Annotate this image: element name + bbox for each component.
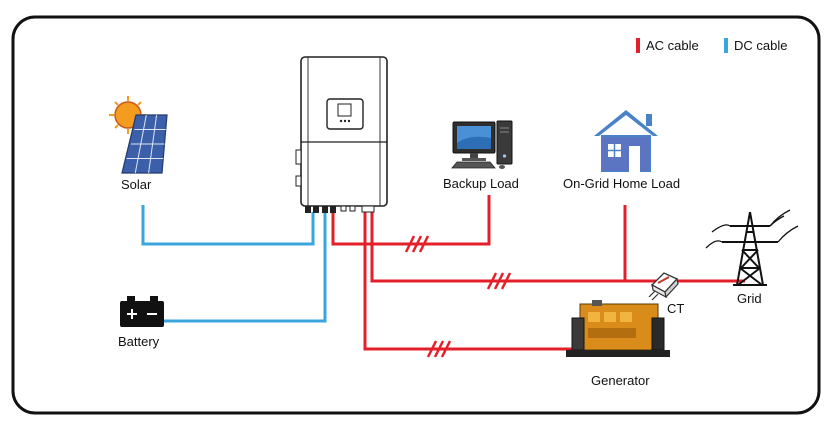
ac-cables bbox=[331, 195, 745, 351]
home-load-label: On-Grid Home Load bbox=[563, 176, 681, 191]
solar-panel-icon bbox=[109, 96, 168, 174]
generator-label: Generator bbox=[591, 373, 650, 388]
solar-label: Solar bbox=[121, 177, 152, 192]
diagram-frame bbox=[11, 15, 821, 415]
solar-dc-cable bbox=[141, 205, 315, 246]
ac-cable-legend-swatch bbox=[636, 38, 640, 53]
backup-load-label: Backup Load bbox=[443, 176, 519, 191]
battery-dc-cable bbox=[163, 212, 327, 323]
battery-icon bbox=[120, 296, 164, 327]
dc-cables bbox=[141, 205, 327, 323]
ct-label: CT bbox=[667, 301, 685, 316]
computer-icon bbox=[451, 120, 513, 169]
ct-clamp-icon bbox=[648, 272, 679, 301]
battery-label: Battery bbox=[118, 334, 160, 349]
inverter-icon bbox=[295, 56, 388, 213]
grid-ac-cable bbox=[370, 212, 745, 283]
generator-icon bbox=[566, 300, 670, 357]
dc-cable-legend-swatch bbox=[724, 38, 728, 53]
grid-label: Grid bbox=[737, 291, 762, 306]
ac-cable-legend-label: AC cable bbox=[646, 38, 699, 53]
transmission-tower-icon bbox=[705, 209, 799, 286]
generator-ac-cable bbox=[363, 212, 575, 351]
house-icon bbox=[594, 110, 658, 172]
cable-break-marks bbox=[404, 235, 512, 358]
dc-cable-legend-label: DC cable bbox=[734, 38, 788, 53]
